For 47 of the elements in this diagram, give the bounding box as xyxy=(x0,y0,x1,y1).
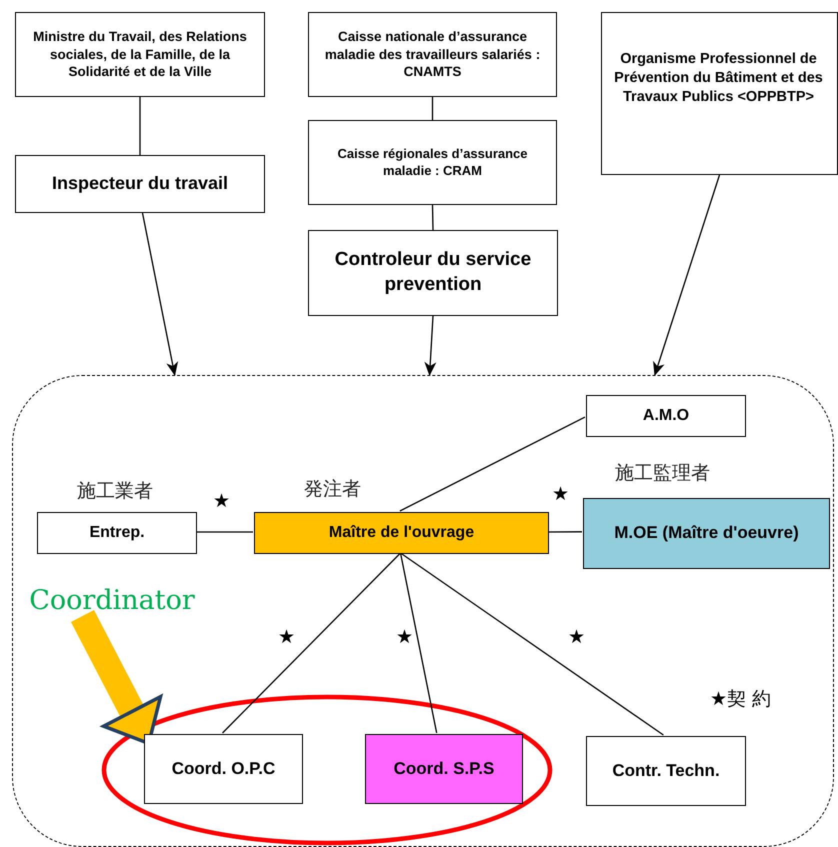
role-box xyxy=(365,734,523,804)
organization-box xyxy=(15,12,265,97)
box-label: Coord. O.P.C xyxy=(172,758,276,780)
box-label: Maître de l'ouvrage xyxy=(328,522,474,543)
dashed-boundary xyxy=(12,375,834,847)
annotation-text: 施工業者 xyxy=(77,479,153,504)
box-label: A.M.O xyxy=(642,406,690,426)
role-box xyxy=(586,395,746,437)
organization-box xyxy=(308,12,557,97)
box-label: Contr. Techn. xyxy=(612,760,720,782)
connector-line xyxy=(432,97,434,120)
box-label: Entrep. xyxy=(89,522,145,543)
box-label: Organisme Professionnel de Prévention du Bâtiment et des Travaux Publics <OPPBTP> xyxy=(613,50,824,107)
organization-box xyxy=(601,12,838,175)
annotation-text: 施工監理者 xyxy=(615,461,710,486)
callout-text: Coordinator xyxy=(17,583,207,617)
star-mark: ★ xyxy=(568,628,586,647)
star-mark: ★ xyxy=(213,492,230,511)
contract-note: ★契 約 xyxy=(710,690,772,709)
connector-line xyxy=(139,97,141,155)
connector-line xyxy=(400,552,438,734)
box-label: M.OE (Maître d'oeuvre) xyxy=(614,522,799,544)
annotation-text: 発注者 xyxy=(304,477,361,502)
box-label: Coord. S.P.S xyxy=(394,758,494,780)
arrow xyxy=(424,316,436,376)
connector-line xyxy=(432,204,434,230)
role-box xyxy=(586,736,746,806)
connector-line xyxy=(548,531,582,533)
box-label: Inspecteur du travail xyxy=(52,172,228,196)
box-label: Ministre du Travail, des Relations sociales, de la Famille, de la Solidarité et de la Ville xyxy=(32,28,248,81)
connector-line xyxy=(400,416,586,512)
connector-line xyxy=(196,531,253,533)
arrow xyxy=(142,212,178,376)
block-arrow xyxy=(70,610,162,746)
star-mark: ★ xyxy=(278,628,296,647)
star-mark: ★ xyxy=(552,485,570,504)
connector-line xyxy=(222,552,401,734)
box-label: Controleur du service prevention xyxy=(334,248,532,297)
connector-line xyxy=(400,552,664,736)
box-label: Caisse nationale d’assurance maladie des travailleurs salariés : CNAMTS xyxy=(324,28,542,81)
star-mark: ★ xyxy=(396,628,414,647)
box-label: Caisse régionales d’assurance maladie : CRAM xyxy=(336,146,529,180)
role-box xyxy=(308,230,558,316)
role-box xyxy=(144,734,303,804)
role-box xyxy=(15,155,265,213)
arrow xyxy=(653,174,720,376)
organization-box xyxy=(308,120,557,205)
